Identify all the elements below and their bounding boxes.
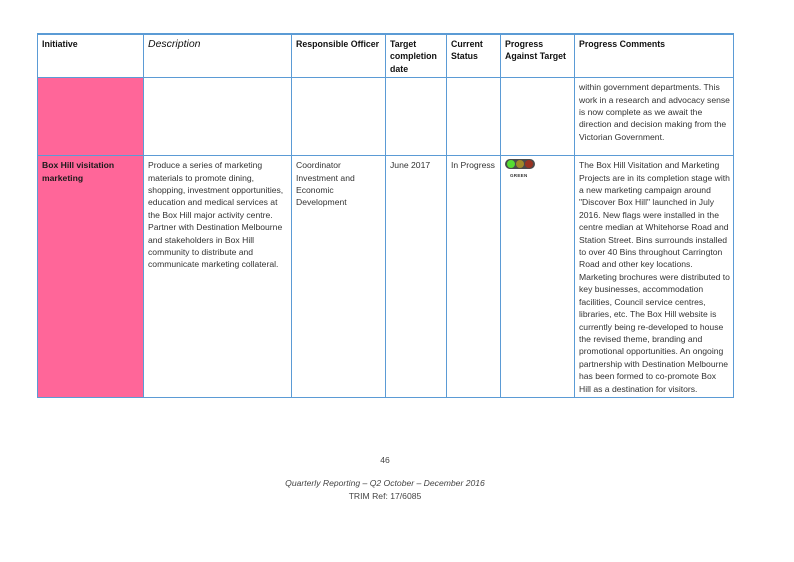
comments-cell: within government departments. This work… (574, 77, 734, 157)
target-date-cell: June 2017 (385, 155, 447, 398)
status-cell: In Progress (446, 155, 501, 398)
initiative-cell (37, 77, 144, 157)
table-row: Box Hill visitation marketing Produce a … (37, 155, 734, 398)
table-header-row: Initiative Description Responsible Offic… (37, 33, 734, 79)
status-cell (446, 77, 501, 157)
progress-report-table: Initiative Description Responsible Offic… (37, 33, 734, 398)
header-description: Description (143, 33, 292, 79)
target-date-cell (385, 77, 447, 157)
comments-cell: The Box Hill Visitation and Marketing Pr… (574, 155, 734, 398)
red-light-icon (525, 160, 533, 169)
trim-reference: TRIM Ref: 17/6085 (348, 491, 422, 501)
traffic-light-icon (505, 159, 535, 170)
progress-cell: GREEN (500, 155, 575, 398)
header-target-date: Target completion date (385, 33, 447, 79)
initiative-cell: Box Hill visitation marketing (37, 155, 144, 398)
progress-cell (500, 77, 575, 157)
traffic-light-label: GREEN (510, 172, 528, 178)
report-title: Quarterly Reporting – Q2 October – Decem… (285, 478, 485, 488)
header-current-status: Current Status (446, 33, 501, 79)
header-initiative: Initiative (37, 33, 144, 79)
header-progress: Progress Against Target (500, 33, 575, 79)
header-progress-comments: Progress Comments (574, 33, 734, 79)
amber-light-icon (516, 160, 524, 169)
officer-cell: Coordinator Investment and Economic Deve… (291, 155, 386, 398)
green-light-icon (507, 160, 515, 169)
description-cell: Produce a series of marketing materials … (143, 155, 292, 398)
header-responsible-officer: Responsible Officer (291, 33, 386, 79)
officer-cell (291, 77, 386, 157)
table-row: within government departments. This work… (37, 77, 734, 157)
description-cell (143, 77, 292, 157)
page-number: 46 (380, 455, 390, 465)
